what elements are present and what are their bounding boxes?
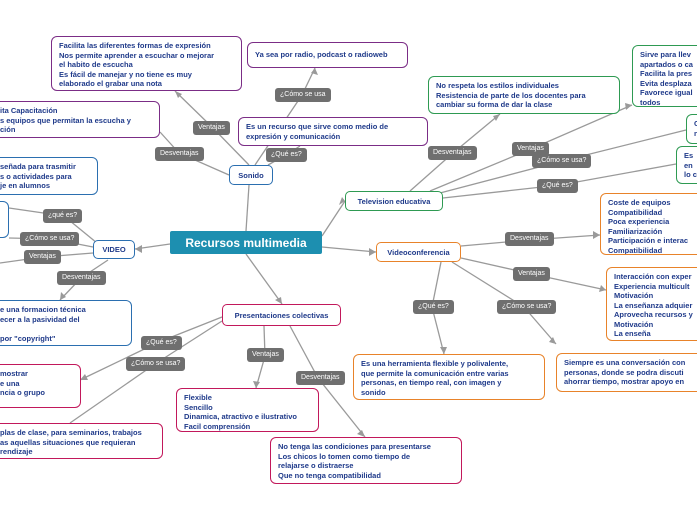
text-vc-como: Siempre es una conversación con personas… xyxy=(556,353,697,392)
tag-sonido-que[interactable]: ¿Qué es? xyxy=(266,148,307,162)
text-sonido-que: Es un recurso que sirve como medio de ex… xyxy=(238,117,428,146)
text-pres-desventajas: No tenga las condiciones para presentars… xyxy=(270,437,462,484)
text-pres-ventajas: Flexible Sencillo Dinamica, atractivo e … xyxy=(176,388,319,432)
tag-tv-como[interactable]: ¿Cómo se usa? xyxy=(532,154,592,168)
text-sonido-ventajas: Facilita las diferentes formas de expres… xyxy=(51,36,242,91)
tag-video-como[interactable]: ¿Cómo se usa? xyxy=(20,232,80,246)
tag-sonido-como[interactable]: ¿Cómo se usa xyxy=(275,88,331,102)
tag-pres-ventajas[interactable]: Ventajas xyxy=(247,348,284,362)
node-sonido[interactable]: Sonido xyxy=(229,165,273,185)
tag-sonido-desventajas[interactable]: Desventajas xyxy=(155,147,204,161)
tag-vc-como[interactable]: ¿Cómo se usa? xyxy=(497,300,557,314)
text-video-como xyxy=(0,201,9,238)
text-sonido-desventajas: ita Capacitación s equipos que permitan … xyxy=(0,101,160,138)
tag-tv-ventajas[interactable]: Ventajas xyxy=(512,142,549,156)
tag-video-desventajas[interactable]: Desventajas xyxy=(57,271,106,285)
text-sonido-como: Ya sea por radio, podcast o radioweb xyxy=(247,42,408,68)
text-pres-como: plas de clase, para seminarios, trabajos… xyxy=(0,423,163,459)
text-vc-desventajas: Coste de equipos Compatibilidad Poca exp… xyxy=(600,193,697,255)
text-tv-que: Es en lo c xyxy=(676,146,697,184)
text-vc-que: Es una herramienta flexible y polivalent… xyxy=(353,354,545,400)
node-presentaciones-colectivas[interactable]: Presentaciones colectivas xyxy=(222,304,341,326)
tag-video-que[interactable]: ¿qué es? xyxy=(43,209,83,223)
tag-pres-que[interactable]: ¿Qué es? xyxy=(141,336,182,350)
tag-tv-que[interactable]: ¿Qué es? xyxy=(537,179,578,193)
tag-pres-desventajas[interactable]: Desventajas xyxy=(296,371,345,385)
text-pres-que: mostrar e una ncia o grupo xyxy=(0,364,81,408)
text-tv-ventajas: Sirve para llev apartados o ca Facilita … xyxy=(632,45,697,107)
text-tv-como: C n xyxy=(686,114,697,144)
tag-pres-como[interactable]: ¿Cómo se usa? xyxy=(126,357,186,371)
tag-vc-desventajas[interactable]: Desventajas xyxy=(505,232,554,246)
root-topic[interactable]: Recursos multimedia xyxy=(170,231,322,254)
tag-video-ventajas[interactable]: Ventajas xyxy=(24,250,61,264)
tag-tv-desventajas[interactable]: Desventajas xyxy=(428,146,477,160)
tag-sonido-ventajas[interactable]: Ventajas xyxy=(193,121,230,135)
node-videoconferencia[interactable]: Videoconferencia xyxy=(376,242,461,262)
text-tv-desventajas: No respeta los estilos individuales Resi… xyxy=(428,76,620,114)
tag-vc-ventajas[interactable]: Ventajas xyxy=(513,267,550,281)
text-video-que: señada para trasmitir s o actividades pa… xyxy=(0,157,98,195)
text-vc-ventajas: Interacción con exper Experiencia multic… xyxy=(606,267,697,341)
node-television-educativa[interactable]: Television educativa xyxy=(345,191,443,211)
text-video-desventajas: e una formacion técnica ecer a la pasivi… xyxy=(0,300,132,346)
tag-vc-que[interactable]: ¿Qué es? xyxy=(413,300,454,314)
node-video[interactable]: VIDEO xyxy=(93,240,135,259)
